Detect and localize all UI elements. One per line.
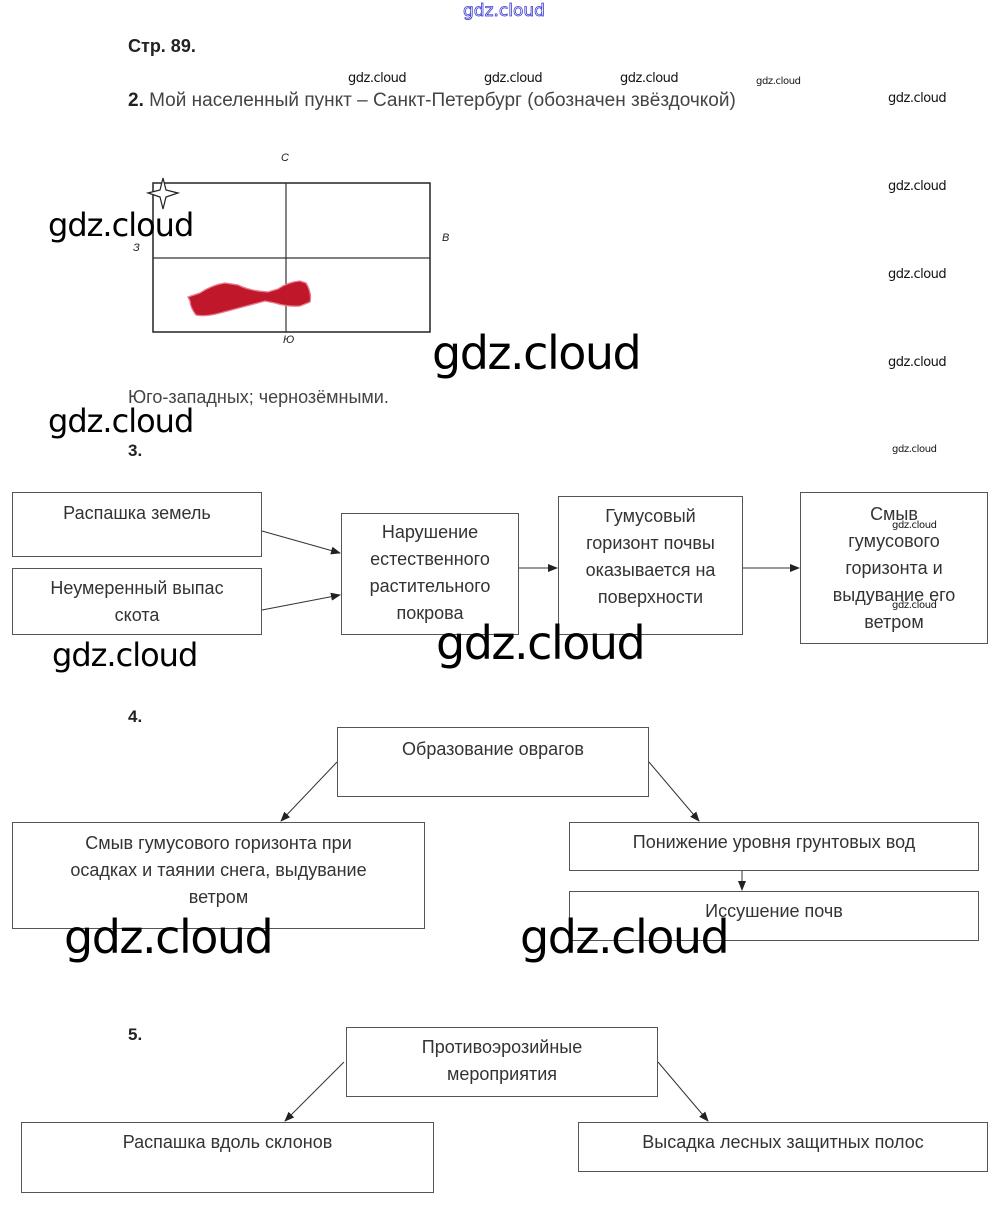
box-text: Нарушение (381, 522, 479, 542)
watermark: gdz.cloud (48, 206, 194, 244)
map-label-north: С (281, 152, 289, 164)
watermark: gdz.cloud (756, 76, 801, 87)
box-text: Образование оврагов (402, 739, 584, 759)
box-text: Иссушение почв (705, 901, 843, 921)
box-grazing: Неумеренный выпас скота (12, 568, 262, 635)
box-text: ветром (188, 887, 249, 907)
watermark: gdz.cloud (620, 71, 679, 86)
task2-text: Мой населенный пункт – Санкт-Петербург (… (149, 90, 736, 111)
box-text: мероприятия (446, 1064, 557, 1084)
watermark: gdz.cloud (484, 71, 543, 86)
box-text: Понижение уровня грунтовых вод (632, 832, 916, 852)
task5-number: 5. (128, 1025, 143, 1044)
watermark: gdz.cloud (348, 71, 407, 86)
box-ravines: Образование оврагов (337, 727, 649, 797)
box-text: горизонт почвы (586, 533, 715, 553)
task2-answer: Юго-западных; чернозёмными. (128, 387, 389, 407)
box-text: поверхности (597, 587, 704, 607)
box-text: естественного (370, 549, 490, 569)
watermark: gdz.cloud (48, 402, 194, 440)
box-forest-belts: Высадка лесных защитных полос (578, 1122, 988, 1172)
arrow (280, 761, 338, 822)
map-label-west: З (133, 242, 140, 254)
box-text: Высадка лесных защитных полос (642, 1132, 924, 1152)
box-text: горизонта и (845, 558, 943, 578)
box-washout: Смыв гумусового горизонта и выдувание ег… (800, 492, 988, 644)
box-drying: Иссушение почв (569, 891, 979, 941)
arrow (261, 592, 341, 611)
box-text: ветром (864, 612, 924, 632)
box-groundwater: Понижение уровня грунтовых вод (569, 822, 979, 871)
box-text: Распашка вдоль склонов (122, 1132, 333, 1152)
box-text: осадках и таянии снега, выдувание (70, 860, 367, 880)
box-measures: Противоэрозийные мероприятия (346, 1027, 658, 1097)
star-icon (145, 177, 181, 210)
watermark: gdz.cloud (64, 910, 274, 964)
box-text: скота (114, 605, 160, 625)
box-washout-precip: Смыв гумусового горизонта при осадках и … (12, 822, 425, 929)
box-text: Распашка земель (63, 503, 211, 523)
task2-number: 2. (128, 90, 144, 111)
box-text: оказывается на (585, 560, 716, 580)
box-humus-surface: Гумусовый горизонт почвы оказывается на … (558, 496, 743, 635)
watermark: gdz.cloud (520, 910, 730, 964)
box-plowing-slopes: Распашка вдоль склонов (21, 1122, 434, 1193)
watermark: gdz.cloud (892, 520, 937, 531)
watermark-top: gdz.cloud (463, 1, 546, 22)
box-text: Гумусовый (605, 506, 696, 526)
task4-number: 4. (128, 707, 143, 726)
box-text: гумусового (848, 531, 940, 551)
box-text: Смыв гумусового горизонта при (85, 833, 352, 853)
watermark: gdz.cloud (892, 600, 937, 611)
watermark: gdz.cloud (892, 444, 937, 455)
arrow (261, 530, 341, 555)
arrow (284, 1061, 345, 1122)
watermark: gdz.cloud (888, 179, 947, 194)
box-text: Неумеренный выпас (50, 578, 224, 598)
arrow (657, 1061, 709, 1122)
page-title: Стр. 89. (128, 36, 196, 56)
box-text: Противоэрозийные (421, 1037, 583, 1057)
watermark: gdz.cloud (432, 326, 642, 380)
watermark: gdz.cloud (888, 267, 947, 282)
box-vegetation: Нарушение естественного растительного по… (341, 513, 519, 635)
region-map (145, 177, 431, 333)
arrow (648, 761, 700, 822)
region-shape (187, 280, 312, 317)
box-text: покрова (396, 603, 464, 623)
task2-heading: 2. Мой населенный пункт – Санкт-Петербур… (128, 90, 736, 112)
box-text: выдувание его (832, 585, 956, 605)
task3-number: 3. (128, 441, 143, 460)
watermark: gdz.cloud (52, 636, 198, 674)
box-plowing: Распашка земель (12, 492, 262, 557)
map-label-east: В (442, 232, 450, 244)
watermark: gdz.cloud (888, 355, 947, 370)
watermark: gdz.cloud (436, 616, 646, 670)
box-text: Смыв (870, 504, 918, 524)
map-label-south: Ю (283, 334, 295, 346)
watermark: gdz.cloud (888, 91, 947, 106)
box-text: растительного (369, 576, 491, 596)
